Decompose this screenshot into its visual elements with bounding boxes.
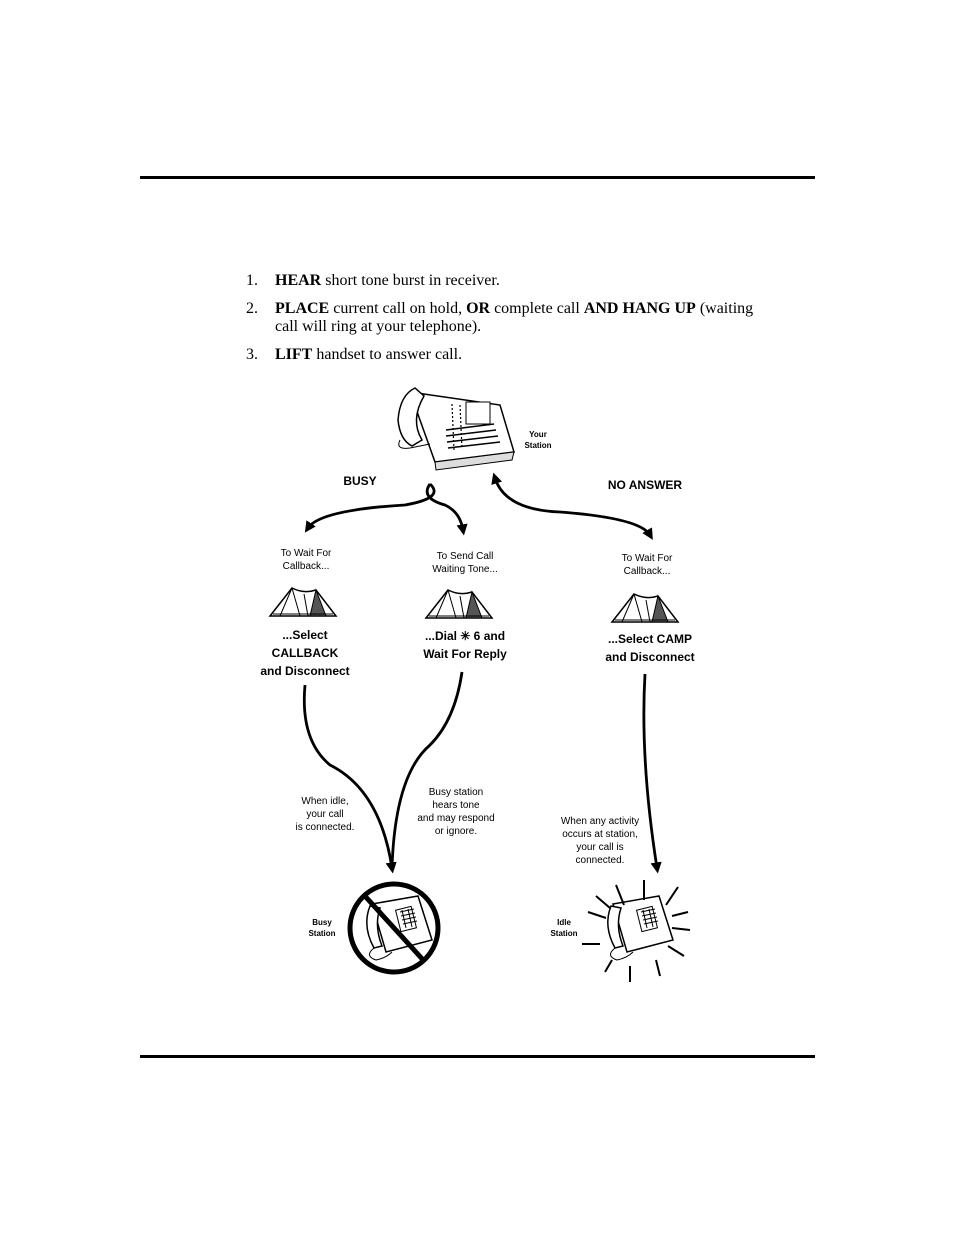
step-keyword: LIFT — [275, 346, 313, 363]
camp-action: ...Select CAMP and Disconnect — [605, 632, 695, 664]
tent-icon — [269, 587, 337, 617]
busy-arrow-left — [304, 482, 436, 533]
camp-intro: To Wait For Callback... — [621, 553, 673, 577]
step-3: 3. LIFT handset to answer call. — [246, 346, 766, 364]
busy-label: BUSY — [343, 474, 377, 488]
activity-note: When any activity occurs at station, you… — [560, 816, 640, 866]
step-text: PLACE current call on hold, OR complete … — [275, 300, 754, 335]
top-rule — [140, 176, 815, 179]
step-number: 1. — [246, 272, 258, 289]
call-waiting-intro: To Send Call Waiting Tone... — [432, 551, 498, 575]
prohibited-icon — [347, 881, 441, 975]
camp-arrow — [642, 673, 662, 874]
step-keyword: PLACE — [275, 300, 330, 317]
busy-arrow-right — [425, 483, 468, 536]
step-keyword: HEAR — [275, 272, 322, 289]
step-text: LIFT handset to answer call. — [275, 346, 463, 363]
call-waiting-arrow — [390, 671, 464, 869]
step-2: 2. PLACE current call on hold, OR complet… — [246, 300, 766, 336]
step-keyword: AND HANG UP — [583, 300, 696, 317]
desk-telephone-icon — [397, 387, 515, 471]
busy-tone-note: Busy station hears tone and may respond … — [417, 787, 495, 837]
step-number: 2. — [246, 300, 258, 317]
bottom-rule — [140, 1055, 815, 1058]
busy-station-label: Busy Station — [308, 918, 336, 938]
no-answer-arrow — [491, 472, 653, 540]
step-keyword: OR — [466, 300, 491, 317]
no-answer-label: NO ANSWER — [607, 478, 683, 492]
instruction-steps: 1. HEAR short tone burst in receiver. 2. P… — [246, 272, 766, 374]
callback-arrow — [302, 684, 397, 874]
tent-icon — [611, 593, 679, 623]
your-station-label: Your Station — [524, 430, 552, 450]
idle-note: When idle, your call is connected. — [295, 796, 355, 833]
call-waiting-action: ...Dial ✳ 6 and Wait For Reply — [423, 629, 507, 661]
step-1: 1. HEAR short tone burst in receiver. — [246, 272, 766, 290]
step-text: HEAR short tone burst in receiver. — [275, 272, 500, 289]
callback-action: ...Select CALLBACK and Disconnect — [260, 628, 350, 678]
callback-intro: To Wait For Callback... — [280, 548, 332, 572]
ringing-telephone-icon — [582, 880, 691, 982]
idle-station-label: Idle Station — [550, 918, 578, 938]
step-number: 3. — [246, 346, 258, 363]
tent-icon — [425, 589, 493, 619]
